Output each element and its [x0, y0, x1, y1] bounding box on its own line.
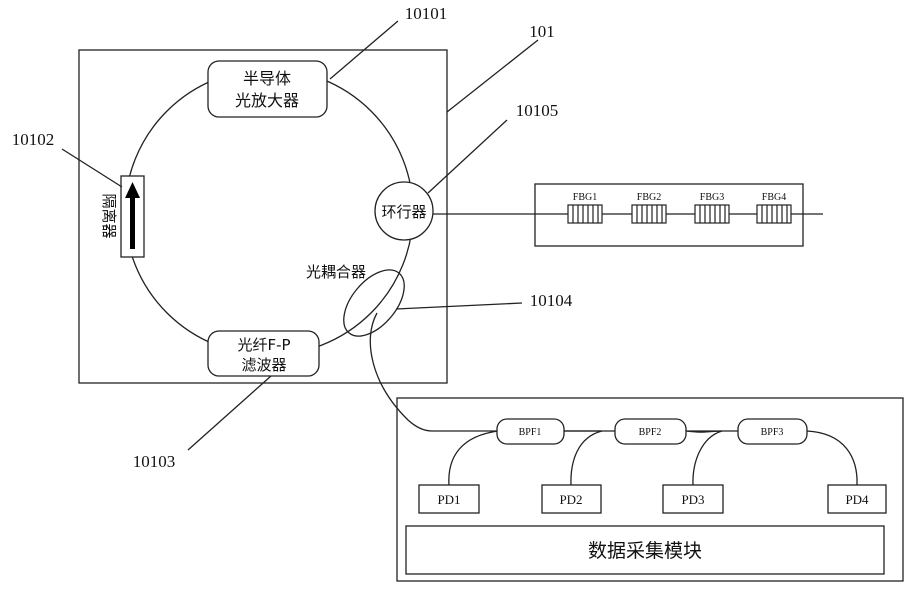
bpf1-label: BPF1 — [519, 427, 542, 438]
coupler-label: 光耦合器 — [306, 263, 366, 281]
bpf3-label: BPF3 — [761, 427, 784, 438]
coupler-output-fiber — [370, 313, 497, 431]
ref-10103: 10103 — [133, 452, 176, 471]
bpf2-label: BPF2 — [639, 427, 662, 438]
amplifier-label-line1: 半导体 — [243, 69, 291, 88]
bpf1-to-pd1-fiber — [449, 431, 498, 486]
fbg1-label: FBG1 — [573, 192, 597, 203]
leader-10102 — [62, 149, 122, 187]
fbg3-label: FBG3 — [700, 192, 724, 203]
fbg4-label: FBG4 — [762, 192, 786, 203]
ref-10102: 10102 — [12, 130, 55, 149]
fp-filter-label-line2: 滤波器 — [241, 356, 286, 374]
leader-10105 — [428, 120, 507, 193]
pd1-label: PD1 — [437, 492, 460, 507]
daq-module-label: 数据采集模块 — [588, 540, 702, 562]
fbg2-label: FBG2 — [637, 192, 661, 203]
circulator-label: 环行器 — [381, 203, 426, 221]
leader-10103 — [188, 376, 271, 450]
pd2-label: PD2 — [559, 492, 582, 507]
pd3-label: PD3 — [681, 492, 704, 507]
bpf3-to-pd4-fiber — [807, 431, 857, 485]
ref-10104: 10104 — [530, 291, 573, 310]
ref-101: 101 — [529, 22, 555, 41]
ref-10105: 10105 — [516, 101, 559, 120]
bpf1-to-pd2-fiber — [563, 431, 602, 486]
pd4-label: PD4 — [845, 492, 869, 507]
amplifier-label-line2: 光放大器 — [235, 91, 299, 110]
isolator-label: 隔离器 — [100, 193, 118, 238]
ref-10101: 10101 — [405, 4, 448, 23]
bpf2-to-pd3-fiber — [686, 431, 722, 486]
leader-10104 — [396, 303, 522, 309]
fp-filter-label-line1: 光纤F-P — [237, 336, 290, 354]
